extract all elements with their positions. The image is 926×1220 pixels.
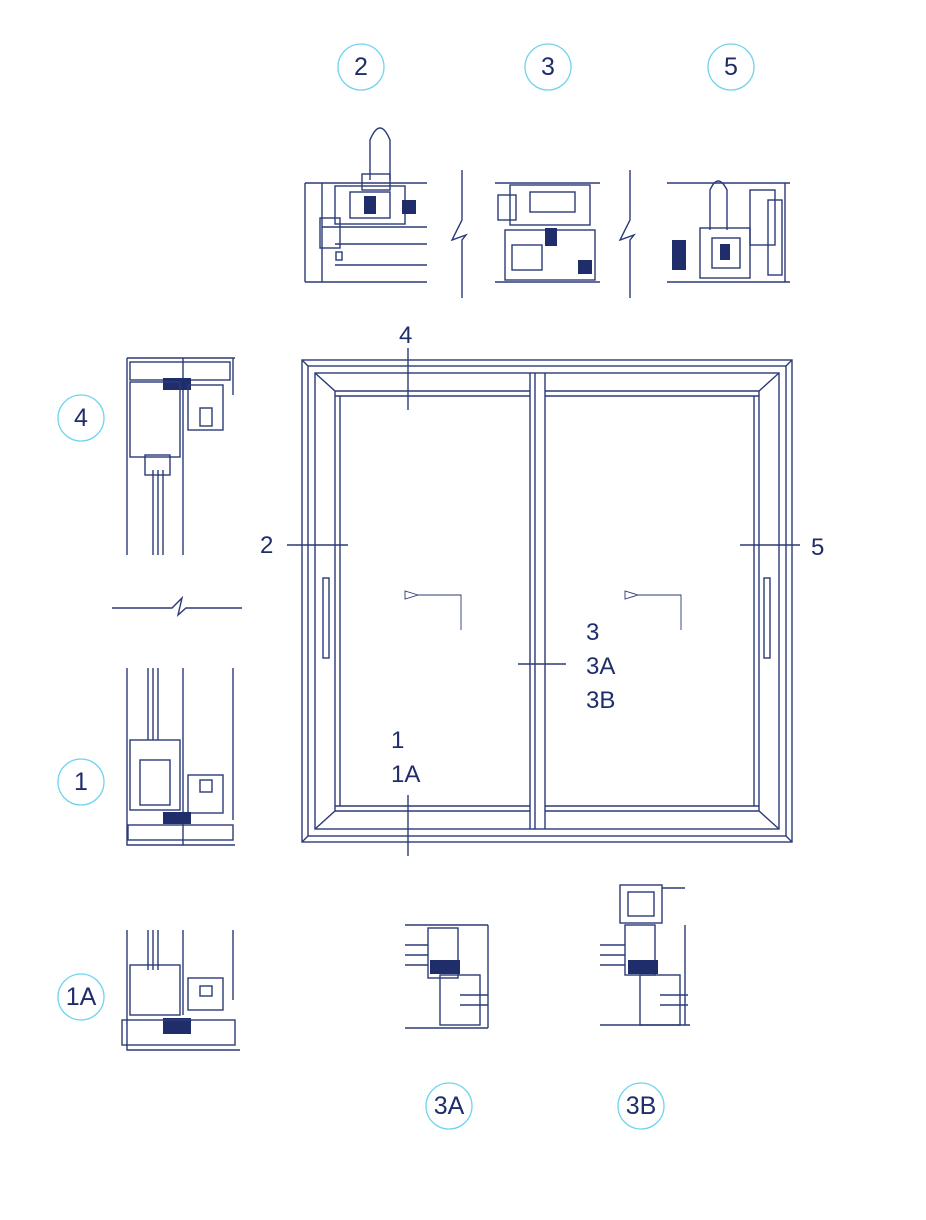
- left-sash: [314, 372, 530, 830]
- svg-text:1: 1: [74, 768, 88, 796]
- svg-text:3A: 3A: [434, 1092, 465, 1120]
- svg-text:1A: 1A: [66, 983, 97, 1011]
- callout-3A: 3A: [425, 1082, 473, 1130]
- section-detail-5: [667, 180, 790, 283]
- section-detail-1A: [121, 930, 240, 1051]
- callout-1: 1: [57, 758, 105, 806]
- svg-text:2: 2: [260, 532, 273, 559]
- svg-text:1A: 1A: [391, 761, 420, 788]
- svg-text:1: 1: [391, 727, 404, 754]
- callout-4: 4: [57, 394, 105, 442]
- callout-2: 2: [337, 43, 385, 91]
- section-detail-3B: [600, 884, 690, 1026]
- svg-text:3: 3: [541, 53, 555, 81]
- svg-text:5: 5: [724, 53, 738, 81]
- section-detail-1: [126, 668, 235, 846]
- section-detail-2: [304, 127, 469, 298]
- callout-3B: 3B: [617, 1082, 665, 1130]
- svg-text:4: 4: [74, 404, 88, 432]
- left-handle: [322, 577, 330, 659]
- svg-text:2: 2: [354, 53, 368, 81]
- section-detail-4: [112, 357, 242, 617]
- right-handle: [763, 577, 771, 659]
- section-detail-3A: [405, 924, 489, 1029]
- callout-1A: 1A: [57, 973, 105, 1021]
- right-sash: [545, 372, 780, 830]
- svg-text:3B: 3B: [626, 1092, 657, 1120]
- svg-text:3: 3: [586, 619, 599, 646]
- svg-text:3A: 3A: [586, 653, 615, 680]
- svg-text:3B: 3B: [586, 687, 615, 714]
- callout-5: 5: [707, 43, 755, 91]
- callout-3: 3: [524, 43, 572, 91]
- section-detail-3: [495, 170, 637, 298]
- svg-text:5: 5: [811, 534, 824, 561]
- svg-text:4: 4: [399, 322, 412, 349]
- window-elevation: 4 2 5 3 3A 3B 1 1A: [260, 322, 824, 856]
